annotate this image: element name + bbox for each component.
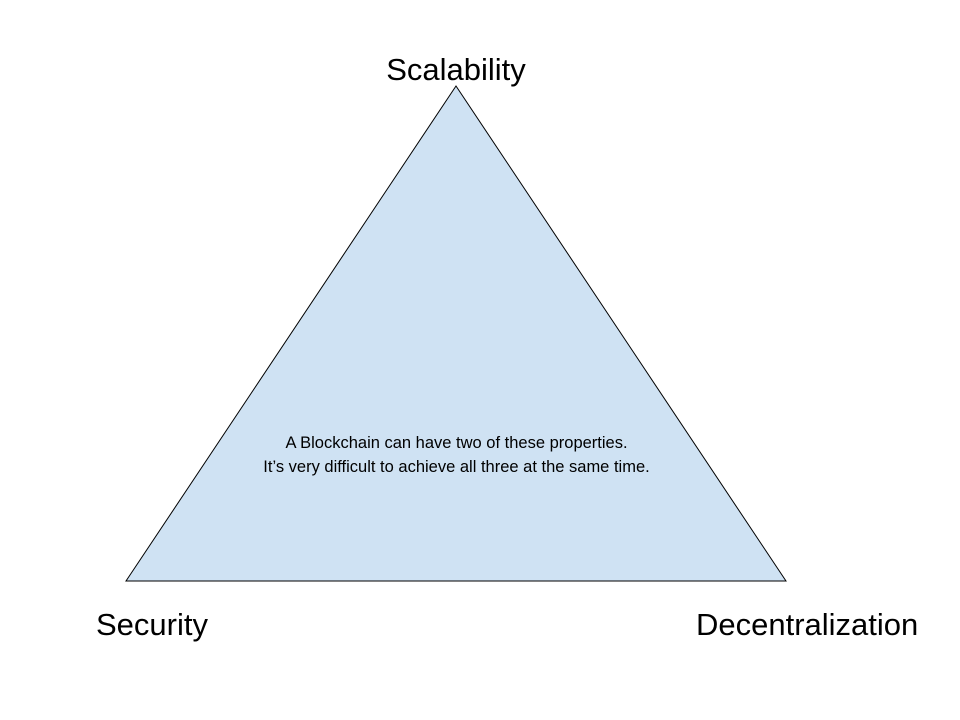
caption-line-1: A Blockchain can have two of these prope… — [285, 434, 628, 452]
trilemma-triangle — [125, 85, 787, 582]
caption-line-2: It’s very difficult to achieve all three… — [263, 458, 650, 476]
trilemma-caption: A Blockchain can have two of these prope… — [200, 431, 713, 479]
vertex-label-security: Security — [96, 607, 208, 642]
vertex-label-decentralization: Decentralization — [696, 607, 919, 642]
vertex-label-scalability: Scalability — [386, 52, 526, 87]
